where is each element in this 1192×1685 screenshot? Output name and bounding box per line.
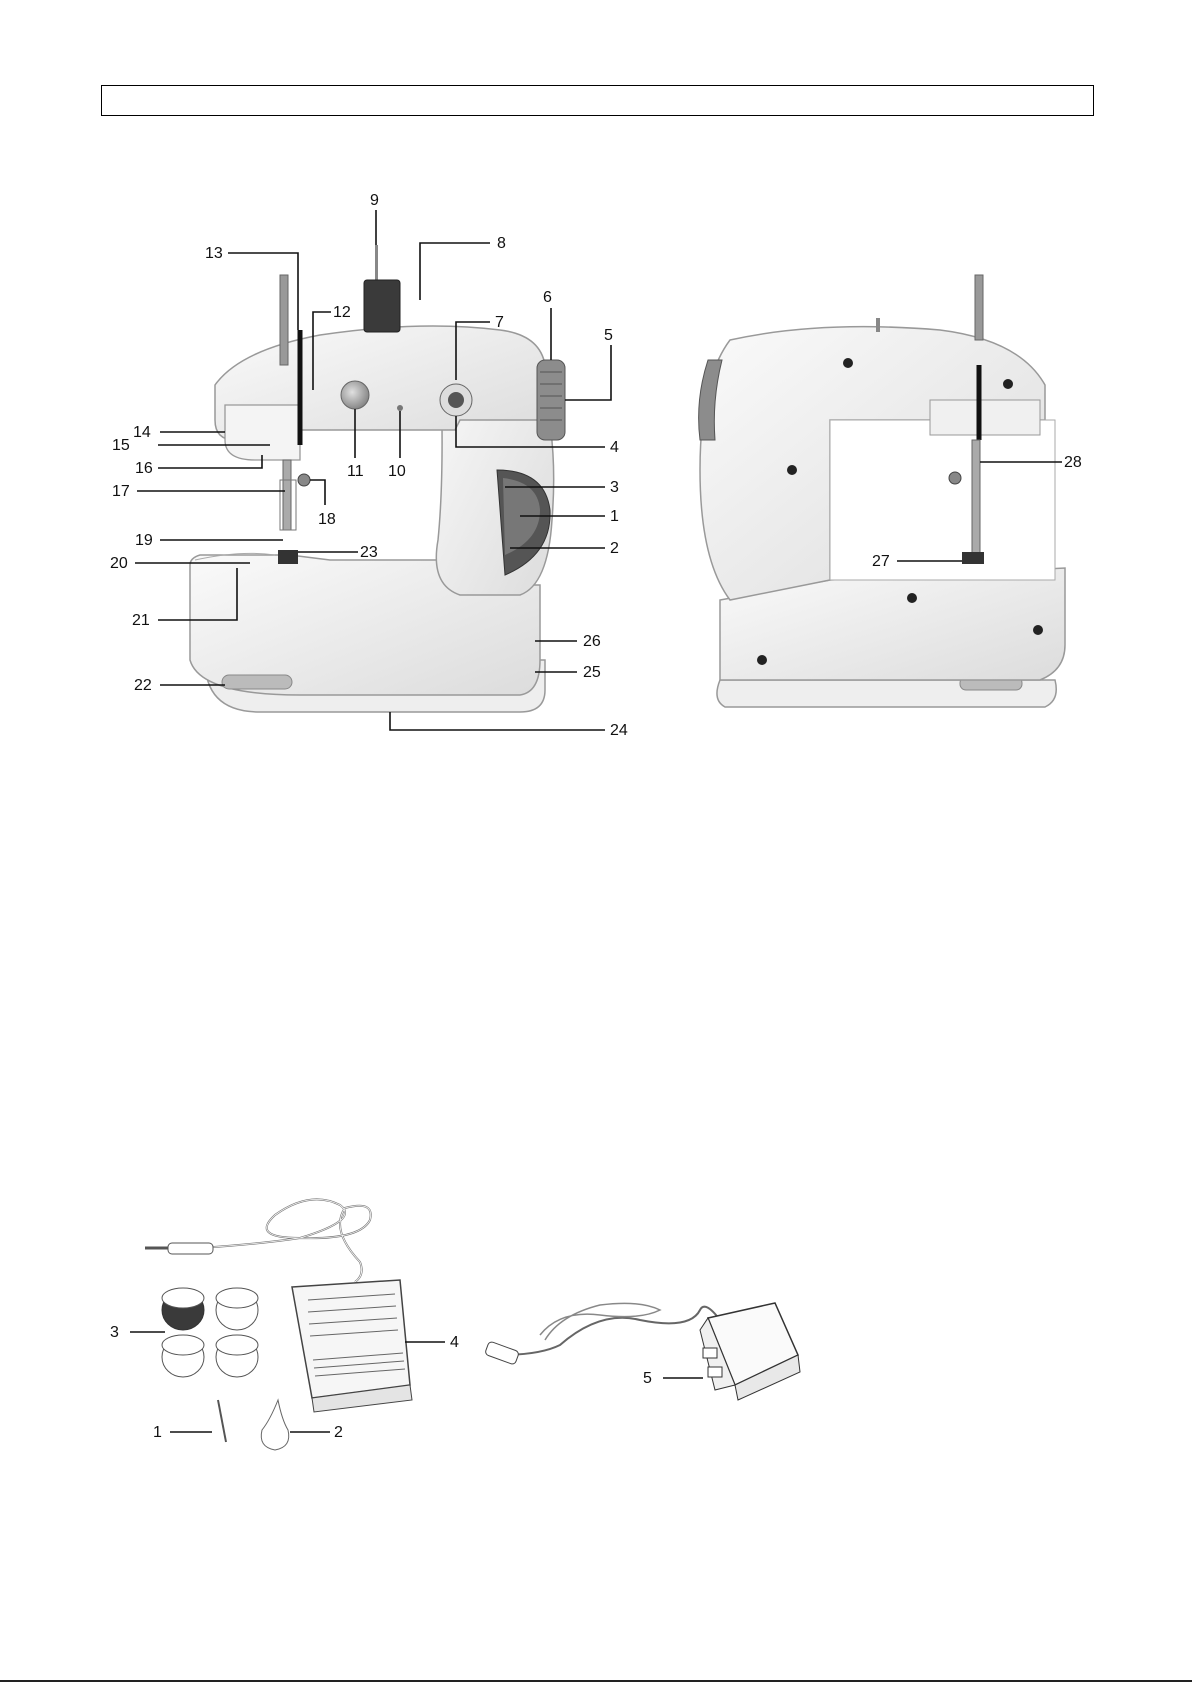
callout-adapter-5: 5 xyxy=(643,1370,652,1387)
accessories-illustration xyxy=(145,1199,412,1450)
callout-26: 26 xyxy=(583,633,601,650)
callout-2: 2 xyxy=(610,540,619,557)
callout-23: 23 xyxy=(360,544,378,561)
callout-21: 21 xyxy=(132,612,150,629)
callout-1: 1 xyxy=(610,508,619,525)
adapter-callouts: 5 xyxy=(643,1370,703,1387)
callout-27: 27 xyxy=(872,553,890,570)
bottom-rule xyxy=(0,1680,1192,1682)
front-machine-illustration xyxy=(190,245,565,712)
callout-11: 11 xyxy=(347,463,364,480)
callout-18: 18 xyxy=(318,511,336,528)
callout-15: 15 xyxy=(112,437,130,454)
callout-acc-4: 4 xyxy=(450,1334,459,1351)
callout-17: 17 xyxy=(112,483,130,500)
callout-7: 7 xyxy=(495,314,504,331)
callout-9: 9 xyxy=(370,192,379,209)
callout-4: 4 xyxy=(610,439,619,456)
callout-16: 16 xyxy=(135,460,153,477)
callout-25: 25 xyxy=(583,664,601,681)
callout-3: 3 xyxy=(610,479,619,496)
callout-5: 5 xyxy=(604,327,613,344)
callout-12: 12 xyxy=(333,304,351,321)
callout-20: 20 xyxy=(110,555,128,572)
callout-acc-2: 2 xyxy=(334,1424,343,1441)
callout-acc-1: 1 xyxy=(153,1424,162,1441)
callout-acc-3: 3 xyxy=(110,1324,119,1341)
callout-8: 8 xyxy=(497,235,506,252)
callout-22: 22 xyxy=(134,677,152,694)
side-machine-illustration xyxy=(699,275,1065,707)
callout-10: 10 xyxy=(388,463,406,480)
callout-14: 14 xyxy=(133,424,151,441)
callout-6: 6 xyxy=(543,289,552,306)
callout-24: 24 xyxy=(610,722,628,739)
callout-19: 19 xyxy=(135,532,153,549)
callout-28: 28 xyxy=(1064,454,1082,471)
callout-13: 13 xyxy=(205,245,223,262)
